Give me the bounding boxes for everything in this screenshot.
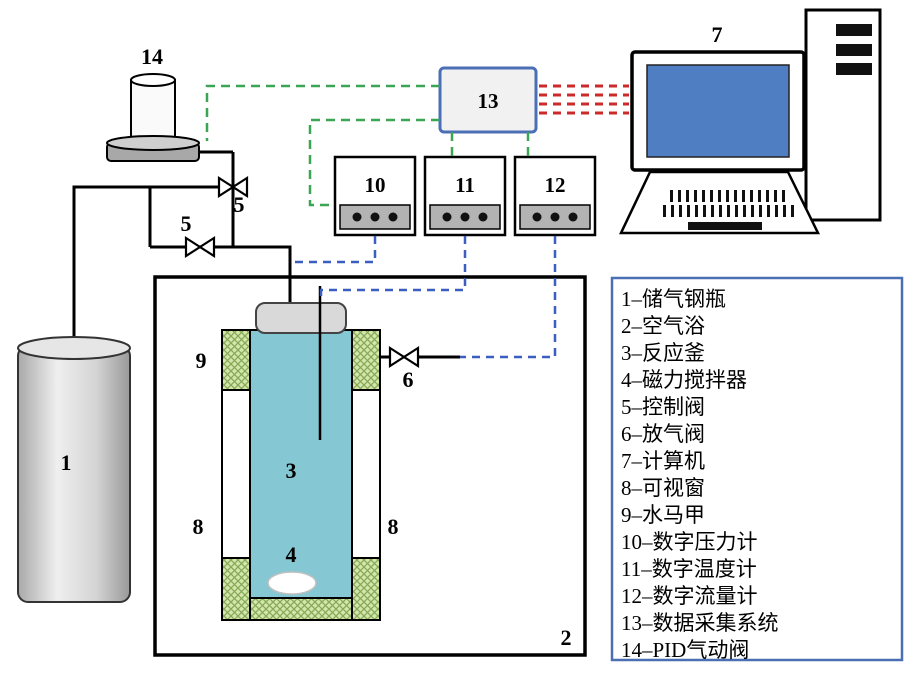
valve-triangle bbox=[401, 345, 420, 369]
label-computer: 7 bbox=[712, 22, 723, 47]
legend-item-13: 13–数据采集系统 bbox=[621, 611, 779, 635]
reactor-lid bbox=[255, 302, 347, 334]
indicator-dot bbox=[352, 212, 362, 222]
keyboard bbox=[619, 170, 821, 235]
computer-tower bbox=[804, 8, 882, 222]
pressure-gauge-box: 10 bbox=[333, 155, 417, 237]
valve-triangle bbox=[217, 175, 236, 199]
legend-item-8: 8–可视窗 bbox=[621, 476, 705, 500]
computer bbox=[619, 8, 882, 235]
indicator-dot bbox=[568, 212, 578, 222]
signal-line-blue-temperature bbox=[319, 236, 467, 302]
label-control-valve-upper: 5 bbox=[234, 192, 245, 217]
legend-item-14: 14–PID气动阀 bbox=[621, 638, 749, 662]
magnetic-stirrer bbox=[267, 571, 317, 595]
reactor-assembly bbox=[221, 286, 381, 621]
label-gas-cylinder: 1 bbox=[61, 450, 72, 475]
gas-cylinder-body bbox=[17, 345, 131, 603]
water-jacket-bottom-left bbox=[221, 557, 251, 621]
label-thermometer: 11 bbox=[455, 173, 475, 197]
thermometer-box: 11 bbox=[423, 155, 507, 237]
signal-line-blue-flow bbox=[460, 236, 557, 359]
indicator-dot bbox=[478, 212, 488, 222]
vent-valve bbox=[388, 345, 420, 369]
water-jacket-bottom-right bbox=[351, 557, 381, 621]
legend-item-5: 5–控制阀 bbox=[621, 395, 705, 419]
valve-triangle bbox=[230, 175, 249, 199]
water-jacket-bottom bbox=[249, 597, 353, 621]
control-valve-lower bbox=[184, 235, 216, 259]
label-vent-valve: 6 bbox=[403, 367, 414, 392]
gas-cylinder bbox=[17, 336, 131, 603]
flow-meter-box: 12 bbox=[513, 155, 597, 237]
indicator-dot bbox=[370, 212, 380, 222]
indicator-dot bbox=[460, 212, 470, 222]
monitor-screen bbox=[646, 64, 790, 158]
label-window-right: 8 bbox=[388, 514, 399, 539]
viewing-window-right bbox=[351, 389, 381, 559]
valve-triangle bbox=[197, 235, 216, 259]
indicator-dot bbox=[442, 212, 452, 222]
water-jacket-top-left bbox=[221, 329, 251, 391]
water-jacket-top-right bbox=[351, 329, 381, 391]
legend-item-11: 11–数字温度计 bbox=[621, 557, 757, 581]
viewing-window-left bbox=[221, 389, 251, 559]
legend-item-7: 7–计算机 bbox=[621, 449, 705, 473]
legend-item-3: 3–反应釜 bbox=[621, 341, 705, 365]
label-window-left: 8 bbox=[193, 514, 204, 539]
label-daq: 13 bbox=[478, 89, 499, 113]
air-bath-box bbox=[153, 275, 587, 657]
pid-valve-cylinder bbox=[130, 79, 176, 143]
valve-triangle bbox=[388, 345, 407, 369]
gas-cylinder-top bbox=[17, 336, 131, 360]
label-air-bath: 2 bbox=[561, 625, 572, 650]
label-flow-meter: 12 bbox=[545, 173, 566, 197]
gas-pipe-lines bbox=[72, 150, 460, 359]
indicator-dot bbox=[550, 212, 560, 222]
legend-item-4: 4–磁力搅拌器 bbox=[621, 368, 747, 392]
label-reactor: 3 bbox=[286, 458, 297, 483]
pid-valve-cylinder-top bbox=[130, 73, 176, 87]
legend-item-2: 2–空气浴 bbox=[621, 314, 705, 338]
keyboard-spacebar bbox=[688, 222, 762, 230]
signal-line-green-pressure bbox=[308, 118, 440, 207]
daq-box: 13 bbox=[438, 66, 538, 134]
legend-item-9: 9–水马甲 bbox=[621, 503, 705, 527]
legend-item-12: 12–数字流量计 bbox=[621, 584, 758, 608]
label-water-jacket: 9 bbox=[196, 348, 207, 373]
control-valve-upper bbox=[217, 175, 249, 199]
tower-slot bbox=[836, 63, 872, 75]
legend-item-1: 1–储气钢瓶 bbox=[621, 287, 726, 311]
label-stirrer: 4 bbox=[286, 542, 297, 567]
label-control-valve-lower: 5 bbox=[181, 211, 192, 236]
pid-valve bbox=[106, 73, 200, 162]
legend-item-6: 6–放气阀 bbox=[621, 422, 705, 446]
legend-panel: 1–储气钢瓶 2–空气浴 3–反应釜 4–磁力搅拌器 5–控制阀 6–放气阀 7… bbox=[610, 276, 904, 662]
pid-valve-base-top bbox=[106, 135, 200, 151]
valve-triangle bbox=[184, 235, 203, 259]
indicator-dot bbox=[532, 212, 542, 222]
label-pressure-gauge: 10 bbox=[365, 173, 386, 197]
legend-border bbox=[610, 276, 904, 662]
reactor-vessel bbox=[249, 329, 353, 599]
daq-body bbox=[438, 66, 538, 134]
legend-item-10: 10–数字压力计 bbox=[621, 530, 758, 554]
label-pid-valve: 14 bbox=[141, 44, 163, 69]
tower-slot bbox=[836, 44, 872, 56]
indicator-dot bbox=[388, 212, 398, 222]
signal-line-green-pid bbox=[205, 84, 440, 141]
tower-slot bbox=[836, 24, 872, 36]
